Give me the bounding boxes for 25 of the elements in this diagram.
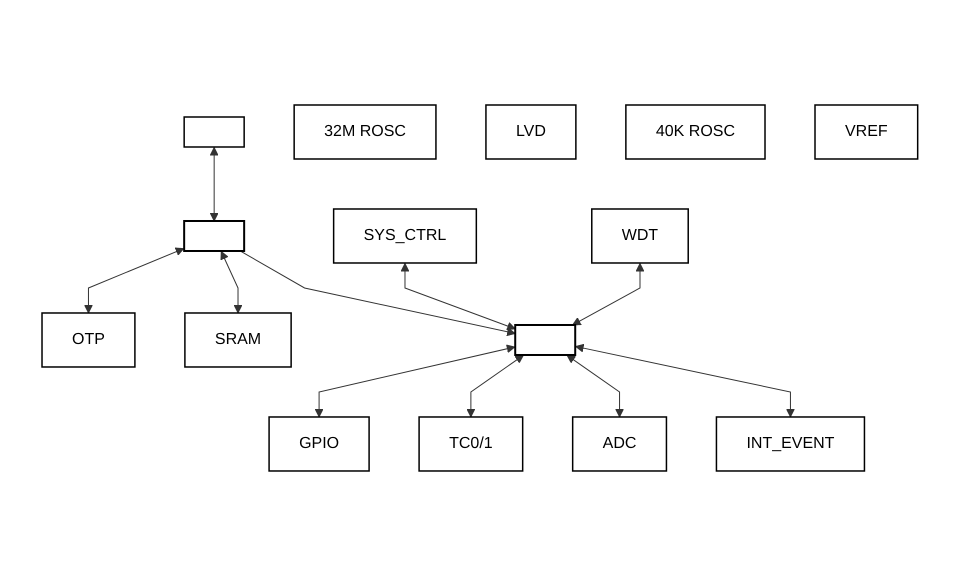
node-box: 32M ROSC <box>294 104 437 160</box>
arrow <box>240 250 516 336</box>
arrow <box>575 343 795 417</box>
node-box: SYS_CTRL <box>333 208 478 264</box>
node-box: GPIO <box>268 416 370 472</box>
arrow <box>220 250 243 313</box>
node-box: 40K ROSC <box>625 104 766 160</box>
node-box: VREF <box>814 104 919 160</box>
arrow <box>466 354 524 417</box>
arrow <box>400 262 516 330</box>
node-box: INT_EVENT <box>716 416 866 472</box>
node-box: ADC <box>572 416 668 472</box>
arrow <box>84 247 184 313</box>
node-bar <box>514 324 576 356</box>
node-box <box>184 116 246 148</box>
arrow <box>210 146 219 221</box>
arrow <box>572 262 645 325</box>
arrow <box>314 344 516 417</box>
node-box: SRAM <box>184 312 292 368</box>
node-box: WDT <box>591 208 690 264</box>
node-bar <box>183 220 246 252</box>
node-box: LVD <box>485 104 577 160</box>
node-box: TC0/1 <box>418 416 524 472</box>
node-box: OTP <box>41 312 136 368</box>
arrow <box>566 354 624 417</box>
